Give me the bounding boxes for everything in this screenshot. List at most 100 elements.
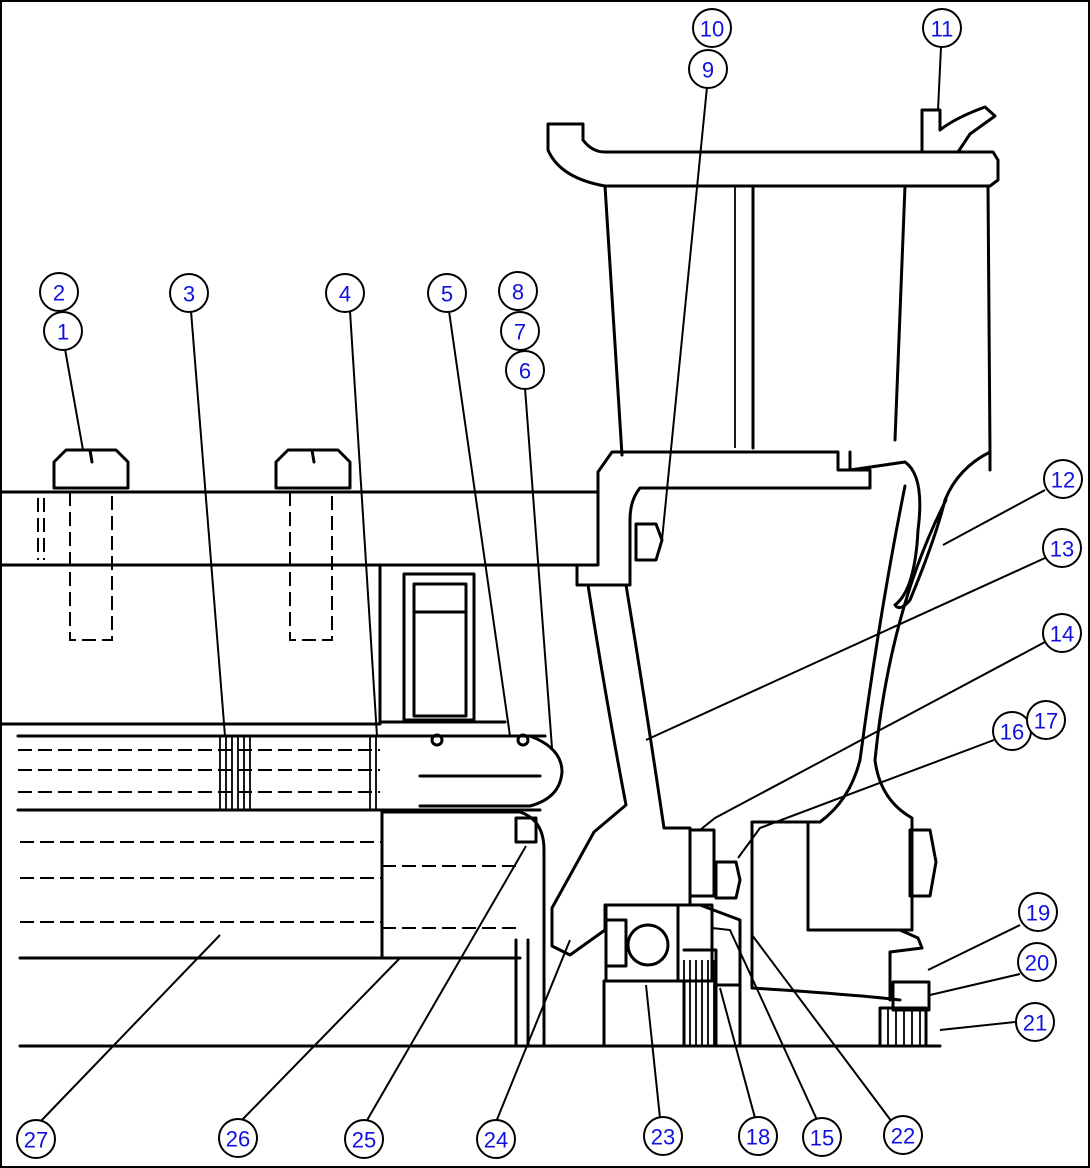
callout-circle <box>643 1116 683 1156</box>
callout-17: 17 <box>1026 700 1066 740</box>
callout-2: 2 <box>39 272 79 312</box>
callout-circle <box>1026 700 1066 740</box>
callout-circle <box>505 350 545 390</box>
callout-label: 7 <box>514 320 526 345</box>
callout-22: 22 <box>883 1115 923 1155</box>
callout-circle <box>427 273 467 313</box>
right-flange-step <box>888 928 924 1002</box>
callout-circle <box>498 271 538 311</box>
callout-10: 10 <box>692 8 732 48</box>
callout-19: 19 <box>1018 892 1058 932</box>
callout-label: 19 <box>1026 901 1050 926</box>
housing-inner-block <box>575 450 872 587</box>
callout-circle <box>688 49 728 89</box>
callout-16: 16 <box>992 711 1032 751</box>
callout-circle <box>169 273 209 313</box>
callout-7: 7 <box>500 311 540 351</box>
dowel-marks <box>37 498 45 560</box>
upper-housing-wall-left <box>603 184 624 457</box>
slanted-arm <box>550 583 692 957</box>
callout-circle <box>1015 1002 1055 1042</box>
leader-23 <box>645 984 661 1119</box>
gear-body <box>682 948 742 1048</box>
callout-circle <box>1042 613 1082 653</box>
leader-6 <box>524 387 553 749</box>
callout-circle <box>1018 892 1058 932</box>
leader-14 <box>699 641 1046 831</box>
callout-label: 21 <box>1023 1011 1047 1036</box>
callout-label: 11 <box>931 17 954 42</box>
callout-14: 14 <box>1042 613 1082 653</box>
callout-label: 2 <box>53 281 65 306</box>
leader-11 <box>937 46 942 111</box>
callout-label: 16 <box>1000 720 1024 745</box>
inner-housing-step <box>378 563 507 724</box>
callout-5: 5 <box>427 273 467 313</box>
bearing-lower-race <box>602 979 686 1048</box>
callout-13: 13 <box>1042 528 1082 568</box>
callout-circle <box>1042 528 1082 568</box>
leader-19 <box>927 924 1021 971</box>
leader-13 <box>645 557 1046 741</box>
callout-circle <box>738 1116 778 1156</box>
callout-label: 18 <box>746 1125 770 1150</box>
right-arm-lower <box>806 484 948 932</box>
callout-15: 15 <box>802 1117 842 1157</box>
shaft-hatch <box>219 736 377 810</box>
leader-9 <box>661 86 708 541</box>
upper-housing-wall-right <box>986 184 992 454</box>
callout-label: 3 <box>183 282 195 307</box>
callout-label: 22 <box>891 1124 915 1149</box>
left-vertical-base <box>514 938 530 1048</box>
leader-22 <box>751 934 893 1123</box>
callout-12: 12 <box>1043 459 1083 499</box>
breather-fitting <box>920 105 997 154</box>
callout-circle <box>883 1115 923 1155</box>
bolt-shank-left <box>69 492 113 641</box>
callout-6: 6 <box>505 350 545 390</box>
leader-5 <box>448 310 511 737</box>
callout-9: 9 <box>688 49 728 89</box>
callout-circle <box>922 8 962 48</box>
callout-label: 4 <box>339 282 351 307</box>
callout-label: 10 <box>700 17 724 42</box>
lower-housing <box>380 810 546 1048</box>
right-arm <box>848 450 992 610</box>
shaft-dashed-lines <box>18 749 380 793</box>
callout-circle <box>802 1117 842 1157</box>
callout-circle <box>1043 459 1083 499</box>
leader-3 <box>190 310 226 737</box>
callout-label: 1 <box>57 320 69 345</box>
callout-label: 20 <box>1025 951 1049 976</box>
callout-3: 3 <box>169 273 209 313</box>
callout-4: 4 <box>325 273 365 313</box>
callout-circle <box>16 1119 56 1159</box>
leader-21 <box>939 1021 1016 1031</box>
top-cover <box>546 122 1000 188</box>
leader-25 <box>365 845 527 1123</box>
inspection-window <box>402 572 476 722</box>
callout-label: 15 <box>810 1126 834 1151</box>
leader-12 <box>942 489 1046 546</box>
bolt-head-left <box>52 448 130 490</box>
shaft-end-cap <box>418 734 564 808</box>
housing-flange <box>0 490 600 567</box>
bearing-race-right <box>676 903 742 1048</box>
callout-27: 27 <box>16 1119 56 1159</box>
fitting-upper <box>891 980 931 1012</box>
leader-16 <box>737 739 995 859</box>
callout-circle <box>500 311 540 351</box>
callout-23: 23 <box>643 1116 683 1156</box>
callout-label: 23 <box>651 1125 675 1150</box>
callout-label: 9 <box>702 58 714 83</box>
pin-a <box>430 733 444 747</box>
callout-circle <box>692 8 732 48</box>
callout-24: 24 <box>476 1119 516 1159</box>
lower-housing-dash <box>20 841 518 929</box>
bearing-ball <box>626 923 670 967</box>
callout-circle <box>476 1119 516 1159</box>
callout-label: 12 <box>1051 468 1075 493</box>
callout-circle <box>39 272 79 312</box>
